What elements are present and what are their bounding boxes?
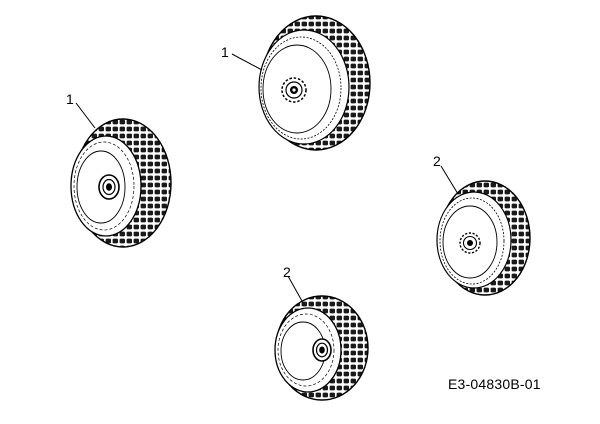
callout-leader-line [440, 165, 459, 195]
rear-wheel-top [258, 15, 371, 151]
drive-gear-icon [459, 232, 481, 254]
front-wheel-left [70, 118, 172, 248]
callout-number: 1 [66, 91, 74, 107]
callout-number: 2 [283, 264, 291, 280]
callout-number: 2 [433, 153, 441, 169]
callout-leader-line [287, 275, 303, 302]
front-wheel-bottom [274, 295, 369, 401]
callout-leader-line [75, 102, 96, 129]
wheel-hub-icon [98, 174, 120, 200]
rear-wheel-right [436, 180, 531, 296]
diagram-reference-code: E3-04830B-01 [448, 376, 541, 392]
drive-gear-icon [281, 77, 307, 103]
wheel-hub-icon [312, 338, 332, 362]
callout-number: 1 [221, 44, 229, 60]
callout-leader-line [231, 53, 263, 71]
